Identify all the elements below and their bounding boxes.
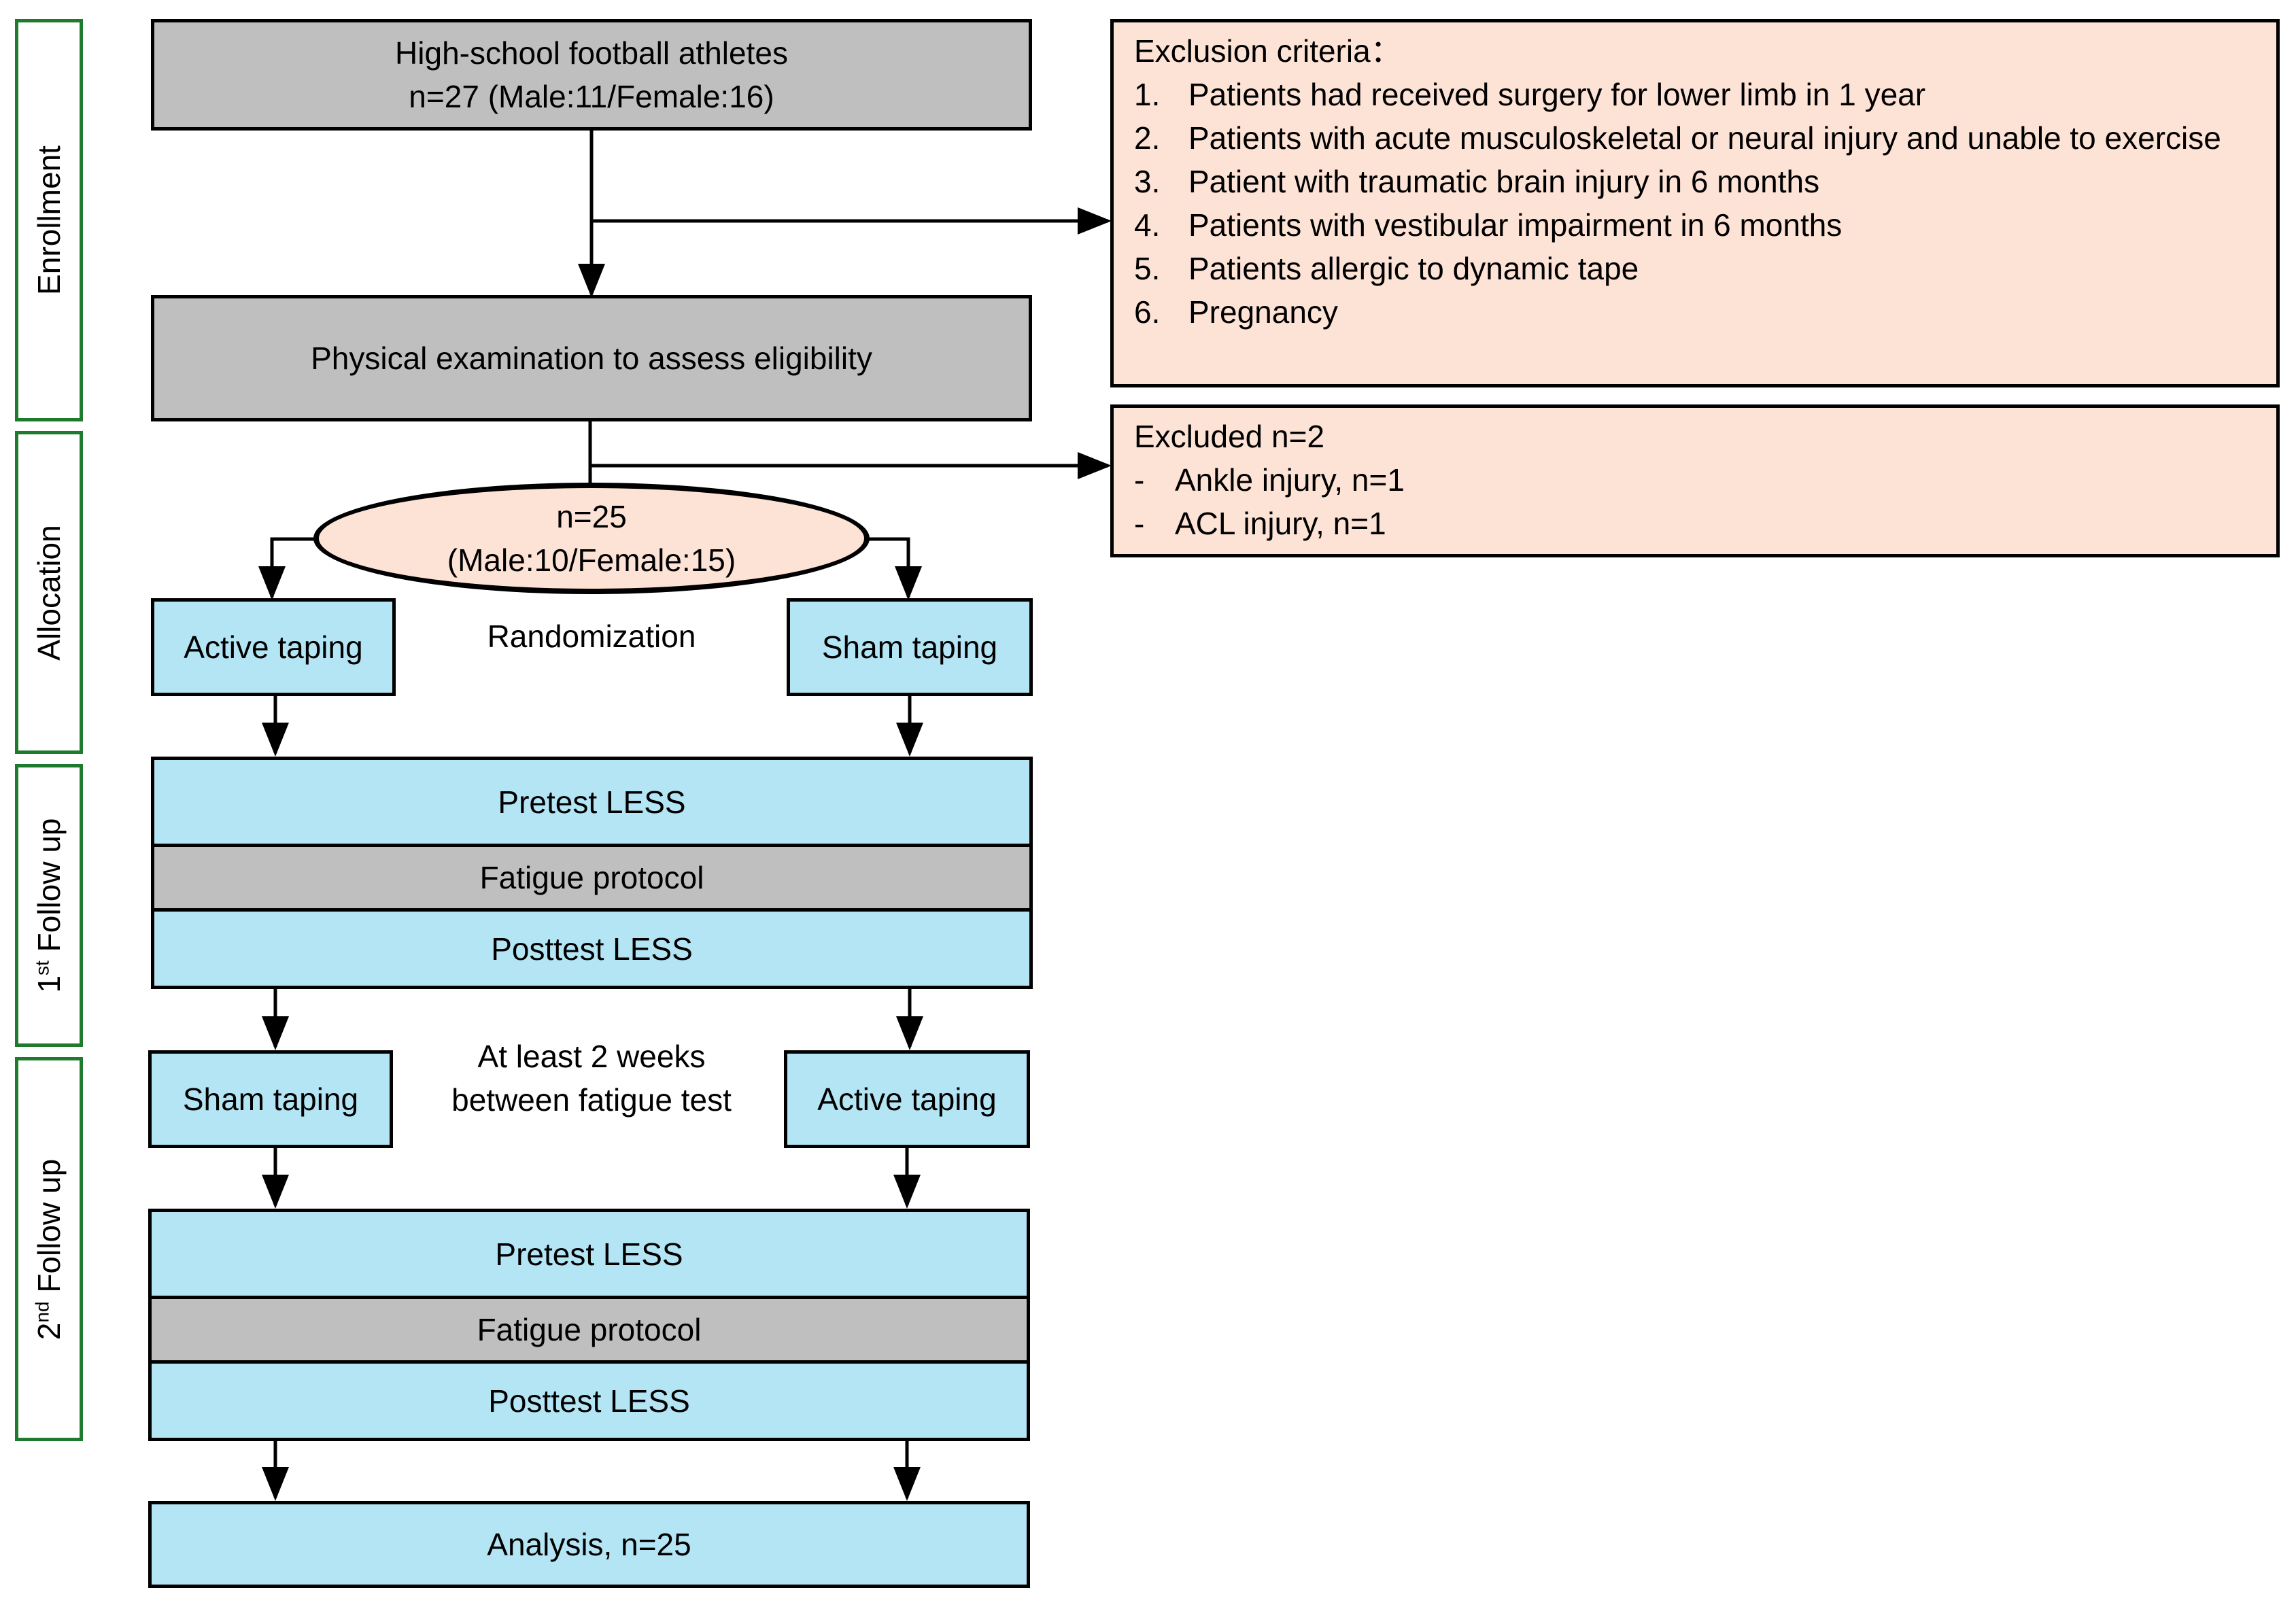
sham-taping-box-2: Sham taping — [148, 1050, 393, 1148]
exclusion-criteria-list: 1.Patients had received surgery for lowe… — [1134, 73, 2276, 334]
active-taping-label-2: Active taping — [817, 1081, 997, 1117]
phase-followup-2: 2nd Follow up — [15, 1057, 83, 1441]
sham-taping-box: Sham taping — [787, 598, 1033, 696]
pretest-less-1: Pretest LESS — [154, 760, 1029, 844]
pretest-less-2: Pretest LESS — [152, 1212, 1027, 1296]
followup-2-block: Pretest LESS Fatigue protocol Posttest L… — [148, 1209, 1030, 1441]
list-item: 6.Pregnancy — [1134, 294, 1338, 330]
posttest-less-1: Posttest LESS — [154, 908, 1029, 986]
phase-enrollment-label: Enrollment — [31, 145, 67, 295]
phase-followup-1: 1st Follow up — [15, 764, 83, 1047]
washout-note-line2: between fatigue test — [451, 1082, 732, 1118]
sham-taping-label: Sham taping — [821, 629, 998, 665]
allocation-count: n=25 — [556, 498, 627, 534]
arrow-to-sham-taping — [869, 537, 922, 600]
posttest-less-2: Posttest LESS — [152, 1360, 1027, 1438]
phase-allocation-label: Allocation — [31, 524, 67, 661]
exclusion-criteria-box: Exclusion criteria： 1.Patients had recei… — [1110, 19, 2280, 387]
list-item: 5.Patients allergic to dynamic tape — [1134, 251, 1639, 286]
active-taping-box-2: Active taping — [784, 1050, 1030, 1148]
eligibility-box: Physical examination to assess eligibili… — [151, 295, 1032, 421]
fatigue-protocol-2: Fatigue protocol — [152, 1296, 1027, 1360]
allocation-ellipse: n=25 (Male:10/Female:15) — [313, 483, 870, 594]
phase-followup-2-label: 2nd Follow up — [31, 1158, 67, 1340]
phase-enrollment: Enrollment — [15, 19, 83, 421]
athletes-box: High-school football athletes n=27 (Male… — [151, 19, 1032, 131]
followup-1-block: Pretest LESS Fatigue protocol Posttest L… — [151, 757, 1033, 989]
randomization-label: Randomization — [487, 619, 696, 654]
eligibility-text: Physical examination to assess eligibili… — [311, 340, 872, 376]
list-item: 3.Patient with traumatic brain injury in… — [1134, 164, 1820, 199]
athletes-title: High-school football athletes — [395, 35, 788, 71]
washout-note: At least 2 weeks between fatigue test — [408, 1035, 775, 1122]
excluded-title: Excluded n=2 — [1134, 419, 1325, 454]
excluded-box: Excluded n=2 -Ankle injury, n=1 -ACL inj… — [1110, 404, 2280, 557]
active-taping-box: Active taping — [151, 598, 396, 696]
arrow-to-active-taping — [258, 537, 314, 600]
excluded-list: -Ankle injury, n=1 -ACL injury, n=1 — [1134, 458, 2276, 545]
list-item: 1.Patients had received surgery for lowe… — [1134, 77, 1926, 112]
active-taping-label: Active taping — [184, 629, 363, 665]
fatigue-protocol-1: Fatigue protocol — [154, 844, 1029, 908]
exclusion-criteria-title: Exclusion criteria： — [1134, 33, 1402, 69]
washout-note-line1: At least 2 weeks — [477, 1039, 706, 1074]
list-item: 2.Patients with acute musculoskeletal or… — [1134, 120, 2221, 156]
allocation-split: (Male:10/Female:15) — [447, 542, 736, 578]
list-item: -ACL injury, n=1 — [1134, 506, 1386, 541]
phase-allocation: Allocation — [15, 431, 83, 754]
analysis-label: Analysis, n=25 — [487, 1526, 691, 1562]
sham-taping-label-2: Sham taping — [182, 1081, 359, 1117]
list-item: 4.Patients with vestibular impairment in… — [1134, 207, 1843, 243]
analysis-box: Analysis, n=25 — [148, 1501, 1030, 1588]
athletes-count: n=27 (Male:11/Female:16) — [409, 79, 774, 114]
list-item: -Ankle injury, n=1 — [1134, 462, 1405, 498]
phase-followup-1-label: 1st Follow up — [31, 818, 67, 993]
